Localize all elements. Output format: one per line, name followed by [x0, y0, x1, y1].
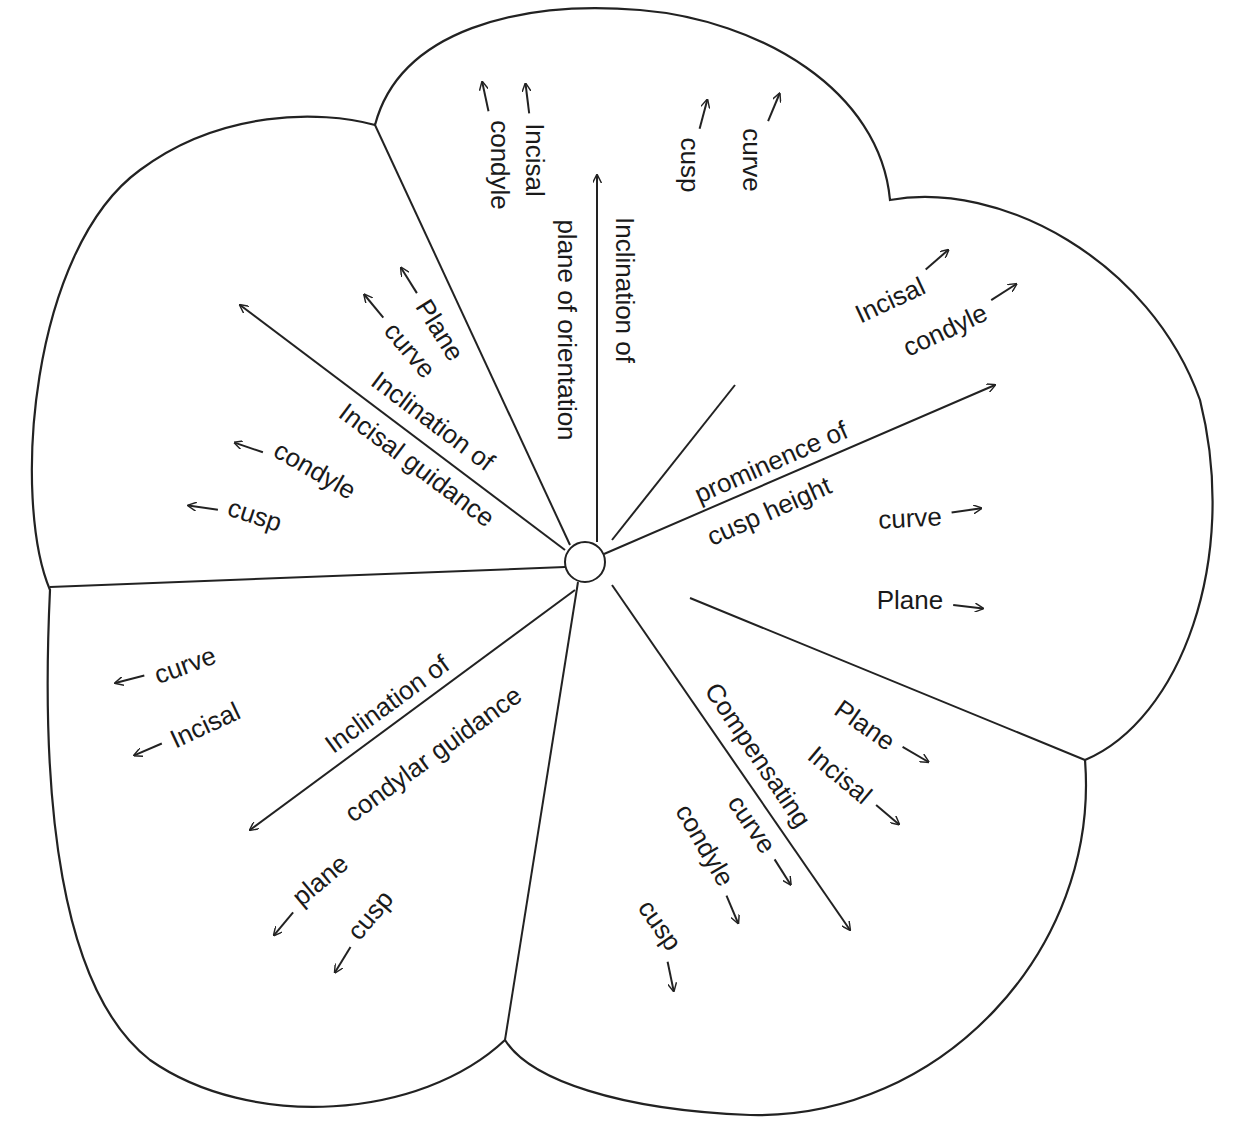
- direction-arrow: [364, 295, 383, 318]
- part-label: cusp: [340, 883, 399, 946]
- part-label: Incisal: [164, 696, 246, 754]
- direction-arrow: [876, 805, 899, 824]
- part-label: Incisal: [521, 121, 549, 199]
- center-circle: [565, 542, 605, 582]
- direction-arrow: [482, 82, 488, 111]
- part-label: cusp: [632, 893, 689, 957]
- direction-arrow: [775, 859, 791, 884]
- part-label: plane of orientation: [553, 217, 581, 442]
- direction-arrow: [768, 94, 780, 122]
- part-label: Incisal: [801, 739, 879, 810]
- direction-arrow: [526, 84, 530, 114]
- part-label: curve: [148, 640, 221, 689]
- direction-arrow: [700, 100, 708, 129]
- part-label: plane: [285, 848, 355, 913]
- direction-arrow: [903, 747, 929, 762]
- direction-arrow: [115, 676, 144, 684]
- part-label: condyle: [486, 118, 514, 212]
- direction-arrow: [952, 508, 982, 512]
- separator-line: [505, 582, 578, 1040]
- direction-arrow: [188, 506, 218, 510]
- separator-line: [612, 385, 735, 540]
- direction-arrow: [727, 896, 739, 924]
- part-label: Plane: [828, 693, 902, 756]
- part-label: condyle: [897, 298, 994, 363]
- small-arrows: [115, 82, 1016, 991]
- direction-arrow: [401, 268, 417, 293]
- direction-arrow: [926, 250, 949, 270]
- part-label: condyle: [267, 434, 362, 505]
- part-label: Plane: [875, 586, 946, 614]
- part-label: Incisal: [849, 271, 931, 329]
- direction-arrow: [274, 912, 293, 935]
- long-arrows: [240, 175, 995, 930]
- part-label: curve: [876, 502, 945, 533]
- long-arrow: [604, 385, 995, 554]
- separator-lines: [50, 125, 1085, 1040]
- direction-arrow: [335, 947, 351, 973]
- direction-arrow: [953, 605, 983, 608]
- direction-arrow: [134, 744, 162, 756]
- long-arrow: [250, 590, 575, 830]
- separator-line: [50, 567, 565, 587]
- long-arrow: [240, 305, 565, 550]
- long-arrow: [596, 175, 598, 542]
- direction-arrow: [235, 443, 263, 453]
- flower-outline: [32, 8, 1213, 1115]
- part-label: Inclination of: [611, 215, 639, 365]
- direction-arrow: [668, 962, 674, 991]
- direction-arrow: [991, 284, 1016, 300]
- part-label: curve: [738, 126, 766, 194]
- part-label: cusp: [223, 493, 288, 538]
- part-label: cusp: [676, 136, 704, 195]
